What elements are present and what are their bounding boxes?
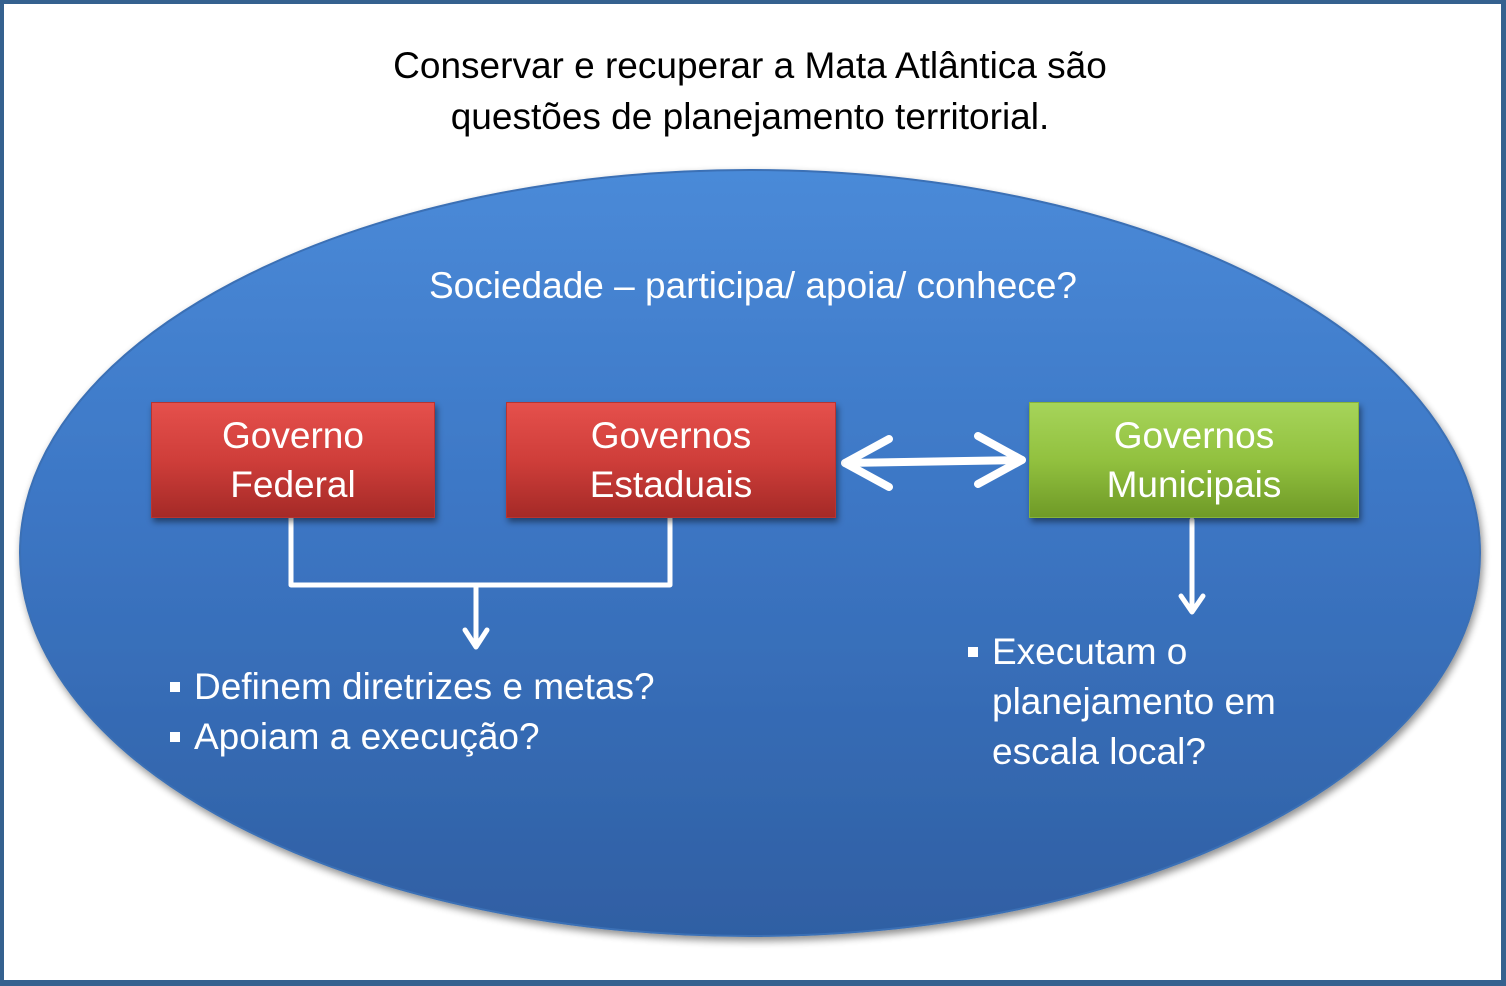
governos-estaduais-box: Governos Estaduais: [506, 402, 836, 518]
bidirectional-arrow: [841, 432, 1026, 491]
municipais-down-arrow: [1178, 517, 1206, 615]
municipais-line-1: Governos: [1113, 415, 1275, 456]
municipais-bullet-line-3: escala local?: [992, 731, 1206, 772]
title-line-2: questões de planejamento territorial.: [450, 96, 1050, 137]
federal-estaduais-connector: [288, 515, 673, 650]
federal-line-2: Federal: [230, 464, 356, 505]
governos-municipais-box: Governos Municipais: [1029, 402, 1359, 518]
society-label: Sociedade – participa/ apoia/ conhece?: [429, 265, 1077, 306]
bullet-item: Executam o planejamento em escala local?: [966, 627, 1276, 777]
estaduais-line-1: Governos: [590, 415, 752, 456]
governo-federal-box: Governo Federal: [151, 402, 435, 518]
federal-line-1: Governo: [222, 415, 364, 456]
title-line-1: Conservar e recuperar a Mata Atlântica s…: [393, 45, 1107, 86]
bullet-item: Definem diretrizes e metas?: [168, 662, 655, 712]
slide-title: Conservar e recuperar a Mata Atlântica s…: [0, 40, 1500, 142]
municipais-line-2: Municipais: [1106, 464, 1282, 505]
society-ellipse: [19, 169, 1481, 937]
federal-estaduais-bullets: Definem diretrizes e metas? Apoiam a exe…: [168, 662, 655, 762]
estaduais-line-2: Estaduais: [589, 464, 753, 505]
municipais-bullets: Executam o planejamento em escala local?: [966, 627, 1276, 777]
municipais-bullet-line-2: planejamento em: [992, 681, 1276, 722]
bullet-item: Apoiam a execução?: [168, 712, 655, 762]
municipais-bullet-line-1: Executam o: [992, 631, 1188, 672]
